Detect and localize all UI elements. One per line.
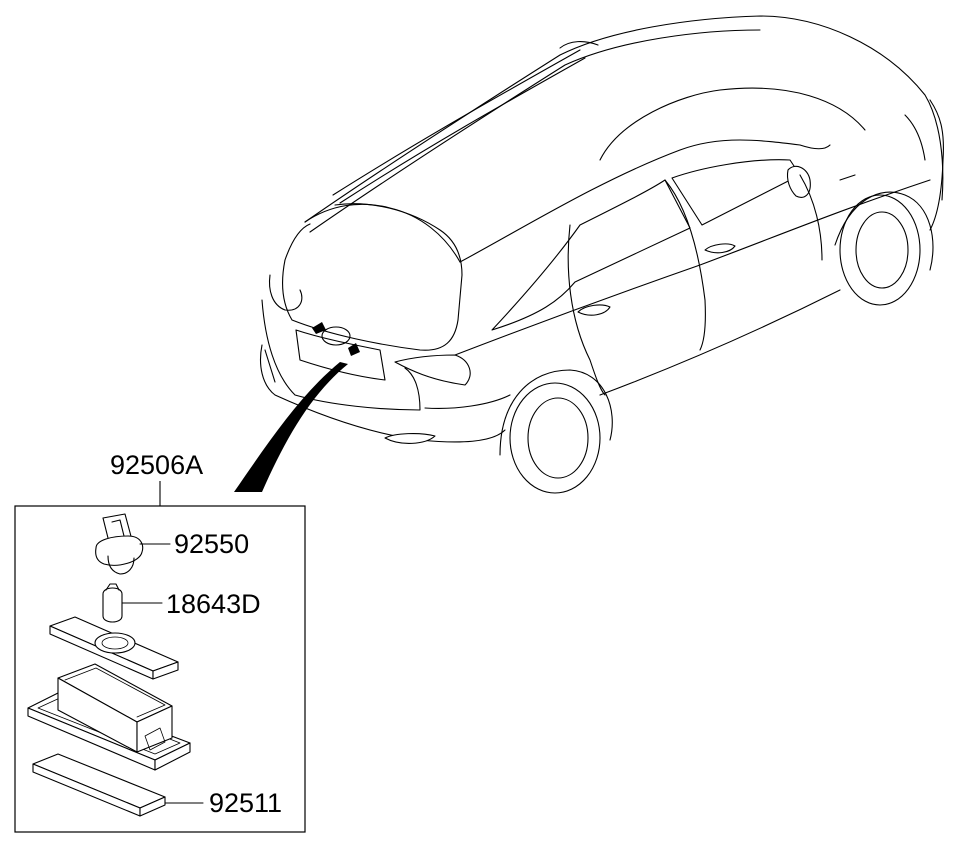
part-number-92511: 92511 (209, 788, 282, 818)
lens-part (32, 753, 204, 817)
part-number-18643d: 18643D (166, 589, 261, 619)
callout-arrow (234, 362, 348, 492)
housing-body-part (27, 663, 191, 771)
housing-cover-part (49, 616, 179, 680)
assembly-part-number: 92506A (110, 450, 203, 480)
socket-part (95, 513, 171, 575)
part-number-92550: 92550 (174, 529, 249, 559)
bulb-part (102, 583, 163, 623)
vehicle-illustration (259, 15, 944, 494)
